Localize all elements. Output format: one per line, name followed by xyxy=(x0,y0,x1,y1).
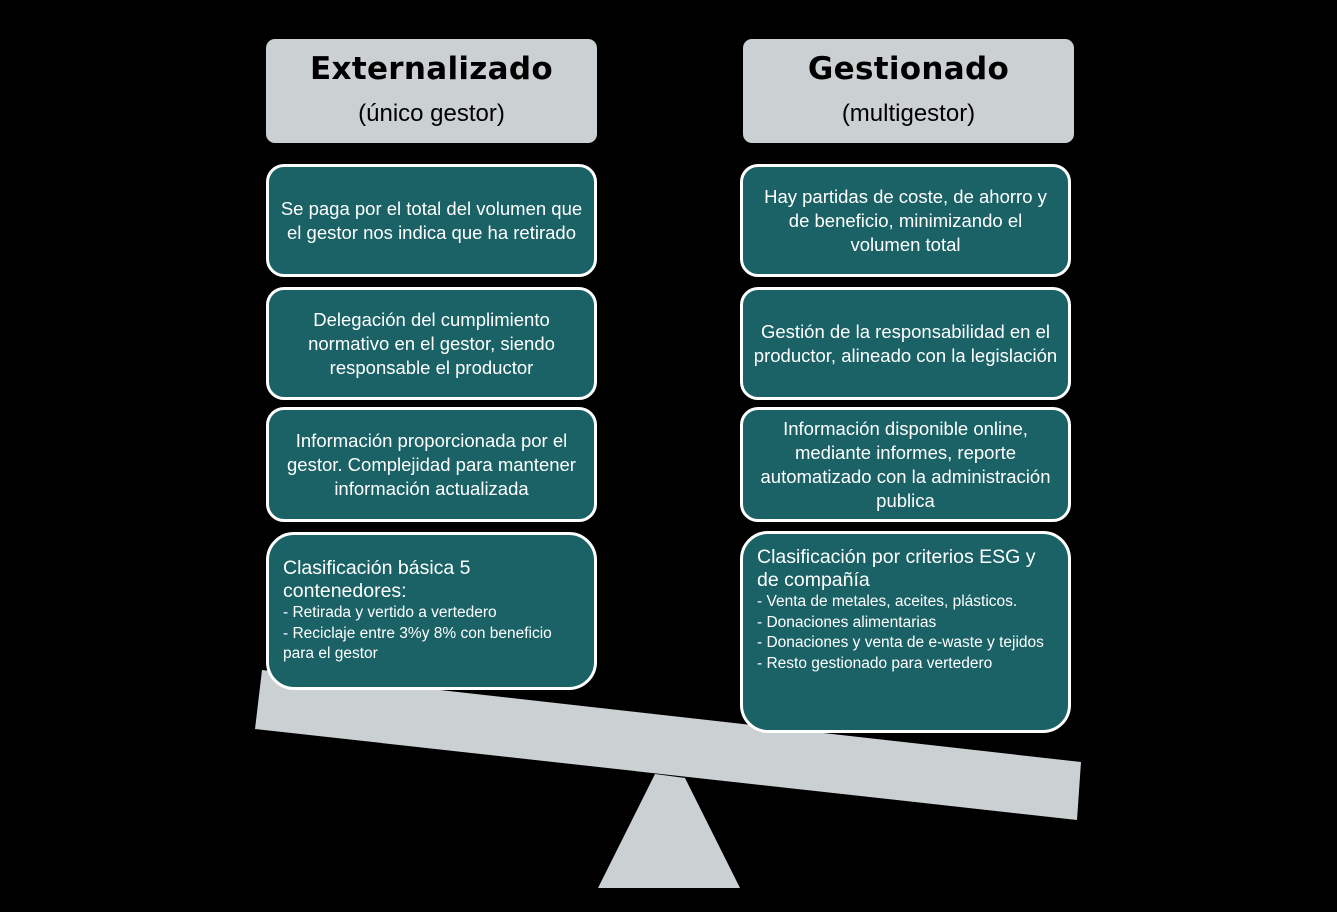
list-item: - Donaciones y venta de e-waste y tejido… xyxy=(757,634,1044,651)
card-externalizado-cost: Se paga por el total del volumen que el … xyxy=(266,164,597,277)
card-gestionado-compliance: Gestión de la responsabilidad en el prod… xyxy=(740,287,1071,400)
header-gestionado: Gestionado (multigestor) xyxy=(743,39,1074,143)
card-gestionado-classification: Clasificación por criterios ESG y de com… xyxy=(740,531,1071,733)
list-item: - Reciclaje entre 3%y 8% con beneficio p… xyxy=(283,624,552,663)
card-text: Gestión de la responsabilidad en el prod… xyxy=(753,320,1058,366)
card-text: Se paga por el total del volumen que el … xyxy=(280,197,583,243)
card-gestionado-information: Información disponible online, mediante … xyxy=(740,407,1071,522)
card-list: - Retirada y vertido a vertedero - Recic… xyxy=(283,603,580,665)
card-list: - Venta de metales, aceites, plásticos. … xyxy=(757,592,1054,674)
card-externalizado-classification: Clasificación básica 5 contenedores: - R… xyxy=(266,532,597,690)
scale-fulcrum xyxy=(598,774,740,888)
column-subtitle: (multigestor) xyxy=(841,100,976,127)
card-lead: Clasificación básica 5 contenedores: xyxy=(283,557,471,602)
column-title: Externalizado xyxy=(310,51,553,87)
card-gestionado-cost: Hay partidas de coste, de ahorro y de be… xyxy=(740,164,1071,277)
column-title: Gestionado xyxy=(807,51,1010,87)
list-item: - Resto gestionado para vertedero xyxy=(757,654,993,672)
card-text: Información disponible online, mediante … xyxy=(760,417,1051,511)
card-text: Delegación del cumplimiento normativo en… xyxy=(308,308,555,378)
column-subtitle: (único gestor) xyxy=(358,100,505,127)
card-text: Hay partidas de coste, de ahorro y de be… xyxy=(764,185,1047,255)
card-externalizado-information: Información proporcionada por el gestor.… xyxy=(266,407,597,522)
list-item: - Venta de metales, aceites, plásticos. xyxy=(757,593,1018,610)
list-item: - Donaciones alimentarias xyxy=(757,613,937,631)
header-externalizado: Externalizado (único gestor) xyxy=(266,39,597,143)
list-item: - Retirada y vertido a vertedero xyxy=(283,604,497,621)
scale-beam xyxy=(255,670,1081,820)
card-text: Información proporcionada por el gestor.… xyxy=(287,429,576,499)
card-externalizado-compliance: Delegación del cumplimiento normativo en… xyxy=(266,287,597,400)
card-lead: Clasificación por criterios ESG y de com… xyxy=(757,546,1036,591)
